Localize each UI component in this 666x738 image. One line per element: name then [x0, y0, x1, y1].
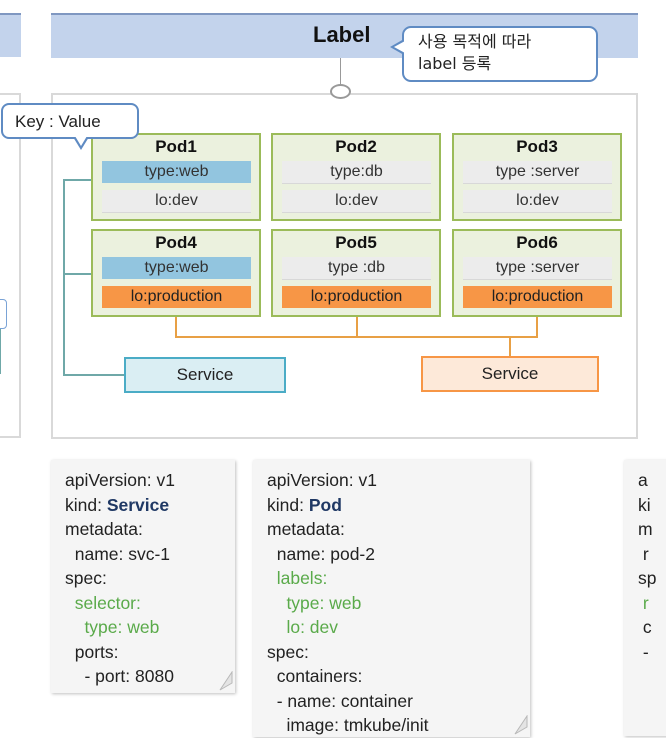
prod-line-horizontal [175, 336, 538, 338]
pod-label-location: lo:dev [463, 190, 612, 213]
pod-4: Pod4 type:web lo:production [91, 229, 261, 317]
yaml-line: metadata: [267, 519, 345, 539]
label-purpose-callout: 사용 목적에 따라 label 등록 [390, 26, 598, 82]
pod-label-type: type:web [102, 257, 251, 279]
prod-line-service [509, 336, 511, 356]
callout-pointer-inner [75, 136, 87, 146]
yaml-kind-value: Pod [308, 494, 342, 515]
yaml-line: r [638, 543, 649, 564]
yaml-line: spec: [65, 568, 107, 588]
yaml-line: m [638, 519, 653, 539]
yaml-labels-line: labels: [267, 568, 328, 588]
yaml-selector-line: selector: [65, 592, 141, 613]
yaml-line: - port: 8080 [65, 666, 174, 686]
yaml-line: a [638, 470, 648, 490]
yaml-line: apiVersion: v1 [267, 470, 377, 490]
header-connector-line [340, 58, 341, 84]
key-value-callout: Key : Value [1, 103, 139, 150]
web-selector-line-pod1 [63, 179, 101, 181]
yaml-line: ports: [65, 641, 119, 662]
pod-label-location: lo:production [463, 286, 612, 308]
pod-2: Pod2 type:db lo:dev [271, 133, 441, 221]
yaml-line: c [638, 617, 652, 637]
pod-label-location: lo:production [282, 286, 431, 308]
yaml-line: metadata: [65, 519, 143, 539]
yaml-line: kind: Service [65, 493, 235, 518]
yaml-line: image: tmkube/init [267, 715, 429, 735]
diagram-title: Label [313, 22, 371, 47]
pod-label-type: type :server [463, 257, 612, 280]
yaml-selector-value: type: web [65, 617, 160, 637]
yaml-kind-key: kind: [267, 494, 309, 515]
production-service-box: Service [421, 356, 599, 392]
yaml-line: spec: [267, 641, 309, 662]
left-panel [0, 93, 21, 438]
yaml-line: ki [638, 494, 651, 515]
left-panel-connector [0, 329, 1, 374]
web-selector-line-vertical [63, 179, 65, 376]
pod-name: Pod4 [155, 233, 197, 252]
yaml-line: - [638, 641, 649, 662]
yaml-line: sp [638, 568, 657, 588]
callout-pointer-inner [394, 41, 405, 53]
pod-label-type: type:web [102, 161, 251, 183]
yaml-line: containers: [267, 666, 363, 686]
key-value-text: Key : Value [15, 112, 101, 131]
page-curl-icon [514, 715, 528, 735]
pod-name: Pod1 [155, 137, 197, 156]
prod-line-pod6 [536, 317, 538, 338]
pod-name: Pod6 [516, 233, 558, 252]
pod-1: Pod1 type:web lo:dev [91, 133, 261, 221]
partial-yaml-note: a ki m r sp r c - [624, 460, 666, 736]
yaml-line: r [638, 592, 649, 613]
prod-line-pod5 [356, 317, 358, 338]
pod-label-type: type:db [282, 161, 431, 184]
yaml-line: name: svc-1 [65, 543, 171, 564]
left-panel-box [0, 299, 7, 329]
pod-label-type: type :server [463, 161, 612, 184]
pod-label-location: lo:dev [102, 190, 251, 213]
yaml-label-lo: lo: dev [267, 617, 339, 637]
header-connector-circle [330, 84, 351, 99]
pod-label-location: lo:production [102, 286, 251, 308]
pod-6: Pod6 type :server lo:production [452, 229, 622, 317]
prod-line-pod4 [175, 317, 177, 338]
pod-name: Pod5 [335, 233, 377, 252]
web-service-box: Service [124, 357, 286, 393]
pod-name: Pod3 [516, 137, 558, 156]
yaml-line: name: pod-2 [267, 543, 375, 564]
pod-name: Pod2 [335, 137, 377, 156]
left-panel-header [0, 13, 21, 57]
callout-line-2: label 등록 [418, 54, 492, 73]
yaml-line: kind: Pod [267, 493, 530, 518]
pod-5: Pod5 type :db lo:production [271, 229, 441, 317]
yaml-line: apiVersion: v1 [65, 470, 175, 490]
web-selector-line-service [63, 374, 124, 376]
pod-label-location: lo:dev [282, 190, 431, 213]
pod-label-type: type :db [282, 257, 431, 280]
yaml-label-type: type: web [267, 592, 362, 613]
page-curl-icon [219, 671, 233, 691]
web-selector-line-pod4 [63, 273, 101, 275]
yaml-line: - name: container [267, 690, 413, 711]
pod-3: Pod3 type :server lo:dev [452, 133, 622, 221]
callout-line-1: 사용 목적에 따라 [418, 32, 532, 51]
yaml-kind-value: Service [106, 494, 170, 515]
yaml-kind-key: kind: [65, 494, 107, 515]
